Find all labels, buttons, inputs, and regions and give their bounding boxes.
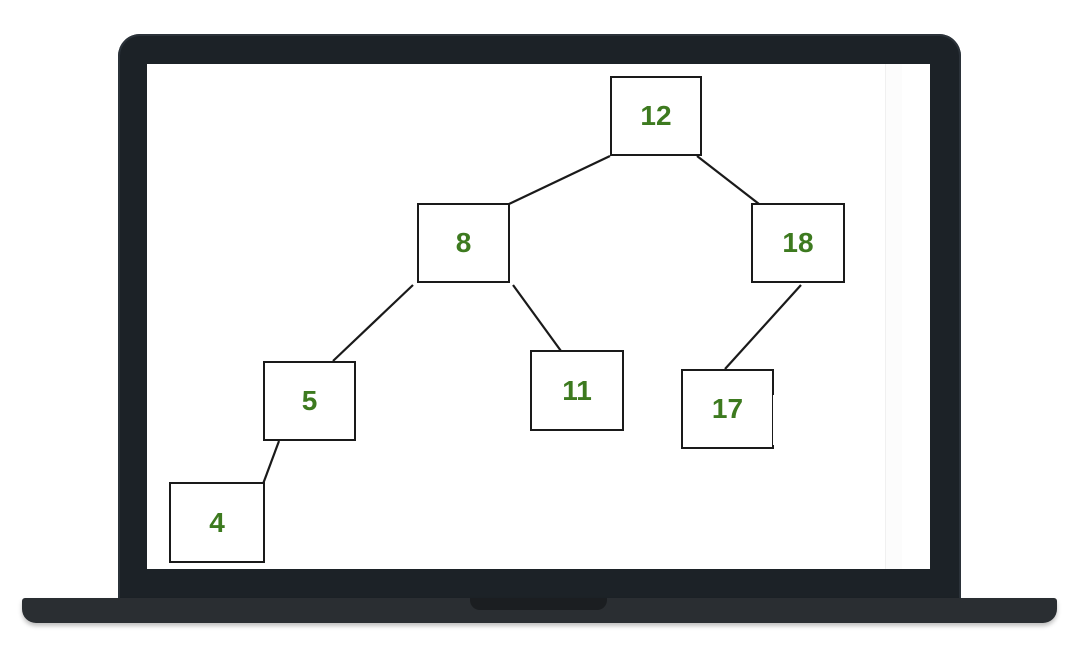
tree-node-17: 17 (681, 369, 774, 449)
edge-12-18 (696, 155, 760, 205)
tree-node-5: 5 (263, 361, 356, 441)
tree-node-label: 12 (640, 100, 672, 131)
edge-5-4 (261, 440, 281, 485)
edge-18-17 (724, 284, 802, 370)
tree-node-label: 17 (711, 393, 744, 424)
tree-edges (261, 155, 802, 485)
rendering-glitch (773, 395, 881, 445)
tree-node-11: 11 (530, 350, 624, 431)
tree-node-label: 5 (301, 385, 318, 416)
tree-node-4: 4 (169, 482, 265, 563)
tree-node-label: 11 (562, 374, 592, 406)
screen-edge-strip (885, 64, 902, 569)
laptop-notch (470, 598, 607, 610)
tree-node-label: 18 (782, 227, 814, 258)
tree-node-18: 18 (751, 203, 845, 283)
tree-node-12: 12 (610, 76, 702, 156)
edge-8-11 (512, 284, 562, 352)
edge-8-5 (332, 284, 414, 362)
tree-node-label: 4 (209, 506, 225, 538)
tree-node-label: 8 (455, 227, 472, 258)
edge-12-8 (508, 155, 611, 205)
laptop-screen: 12 8 18 5 11 17 4 (147, 64, 930, 569)
tree-node-8: 8 (417, 203, 510, 283)
